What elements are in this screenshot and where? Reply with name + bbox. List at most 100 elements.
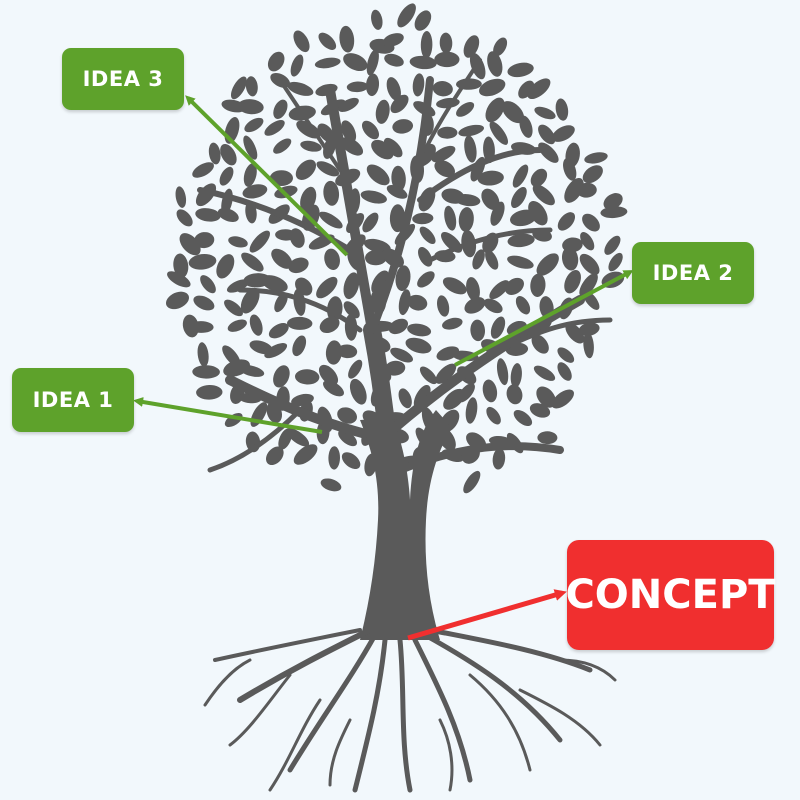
leaf bbox=[286, 428, 310, 447]
leaf bbox=[318, 32, 337, 50]
leaf bbox=[485, 97, 505, 123]
idea-1-label: IDEA 1 bbox=[12, 368, 134, 432]
leaf bbox=[482, 379, 498, 403]
idea-3-label: IDEA 3 bbox=[62, 48, 184, 110]
leaf bbox=[173, 253, 189, 278]
leaf bbox=[249, 230, 270, 253]
leaf bbox=[417, 271, 435, 288]
leaf bbox=[362, 212, 379, 233]
leaf bbox=[551, 389, 574, 409]
leaf bbox=[365, 73, 380, 97]
leaf bbox=[603, 193, 623, 210]
leaf bbox=[538, 142, 559, 163]
leaf bbox=[316, 276, 338, 299]
leaf bbox=[338, 97, 359, 112]
tree-roots bbox=[203, 627, 617, 793]
leaf bbox=[200, 275, 216, 294]
leaf bbox=[292, 335, 307, 357]
leaf bbox=[536, 253, 559, 276]
leaf bbox=[493, 37, 508, 57]
leaf bbox=[250, 402, 268, 427]
leaf bbox=[346, 81, 369, 93]
leaf bbox=[439, 32, 453, 54]
leaf bbox=[555, 98, 569, 121]
leaf bbox=[510, 363, 522, 388]
leaf bbox=[192, 365, 220, 379]
leaf bbox=[515, 295, 531, 315]
arrow-to-concept bbox=[407, 589, 567, 641]
leaf bbox=[580, 232, 595, 251]
leaf bbox=[319, 316, 340, 334]
leaf bbox=[501, 101, 525, 124]
leaf bbox=[289, 228, 305, 248]
leaf bbox=[458, 124, 485, 137]
leaf bbox=[244, 117, 264, 133]
leaf bbox=[552, 125, 575, 142]
leaf bbox=[463, 470, 481, 494]
leaf bbox=[366, 49, 379, 76]
leaf bbox=[437, 126, 458, 139]
leaf bbox=[442, 277, 467, 295]
leaf bbox=[228, 236, 248, 248]
leaf bbox=[456, 102, 475, 117]
leaf bbox=[507, 62, 534, 78]
leaf bbox=[444, 205, 457, 231]
leaf bbox=[325, 340, 342, 365]
leaf bbox=[382, 33, 404, 47]
arrow-to-idea-3 bbox=[185, 95, 349, 257]
leaf bbox=[432, 81, 453, 97]
arrow-to-idea-1 bbox=[133, 397, 323, 434]
leaf bbox=[557, 212, 576, 231]
leaf bbox=[519, 115, 533, 138]
leaf bbox=[361, 120, 380, 140]
leaf bbox=[343, 53, 368, 72]
leaf bbox=[419, 366, 438, 385]
leaf bbox=[388, 318, 409, 335]
leaf bbox=[477, 170, 504, 186]
leaf bbox=[314, 57, 341, 69]
leaf bbox=[175, 186, 187, 208]
leaf bbox=[463, 35, 480, 58]
leaf bbox=[230, 76, 247, 100]
leaf bbox=[487, 51, 503, 77]
leaf bbox=[363, 238, 391, 253]
leaf bbox=[224, 299, 243, 317]
leaf bbox=[390, 347, 414, 363]
leaf bbox=[531, 334, 549, 354]
leaf bbox=[458, 207, 474, 232]
leaf bbox=[249, 314, 263, 336]
leaf bbox=[261, 275, 288, 293]
leaf bbox=[226, 279, 250, 293]
leaf bbox=[608, 252, 623, 272]
leaf bbox=[384, 53, 404, 67]
leaf bbox=[419, 226, 436, 245]
leaf bbox=[457, 383, 475, 403]
leaf bbox=[384, 360, 406, 376]
leaf bbox=[604, 235, 621, 255]
leaf bbox=[409, 55, 437, 70]
leaf bbox=[390, 94, 409, 114]
leaf bbox=[271, 248, 293, 269]
leaf bbox=[513, 409, 533, 427]
leaf bbox=[241, 252, 264, 272]
leaf bbox=[565, 322, 585, 344]
leaf bbox=[479, 78, 506, 97]
leaf bbox=[576, 182, 597, 198]
leaf bbox=[530, 273, 546, 297]
leaf bbox=[412, 73, 425, 97]
leaf bbox=[505, 277, 524, 295]
leaf bbox=[489, 121, 509, 145]
leaf bbox=[485, 249, 499, 270]
leaf bbox=[295, 369, 320, 385]
leaf bbox=[165, 291, 190, 310]
leaf bbox=[486, 406, 501, 425]
leaf bbox=[220, 144, 237, 166]
leaf bbox=[188, 321, 214, 333]
leaf bbox=[343, 272, 360, 300]
leaf bbox=[537, 431, 558, 445]
leaf bbox=[489, 280, 510, 300]
leaf bbox=[245, 76, 258, 97]
leaf bbox=[464, 297, 486, 314]
leaf bbox=[434, 51, 460, 68]
